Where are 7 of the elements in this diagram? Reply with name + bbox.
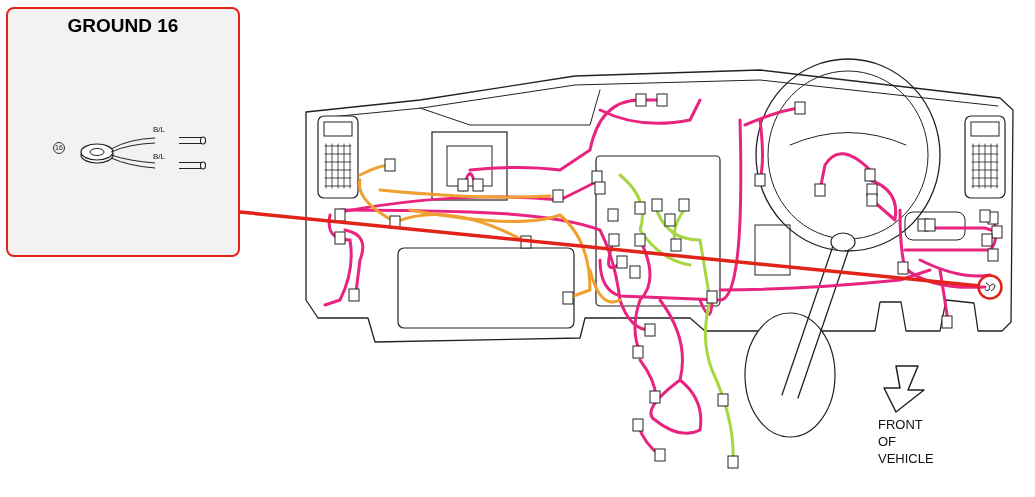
leader-line <box>239 210 979 288</box>
inset-panel <box>6 7 240 257</box>
wire-color-code: B/L <box>153 152 165 161</box>
ground-point-marker <box>977 274 1003 300</box>
inset-title: GROUND 16 <box>66 15 180 37</box>
direction-label: FRONT OF VEHICLE <box>878 416 934 467</box>
wire-color-code: B/L <box>153 125 165 134</box>
